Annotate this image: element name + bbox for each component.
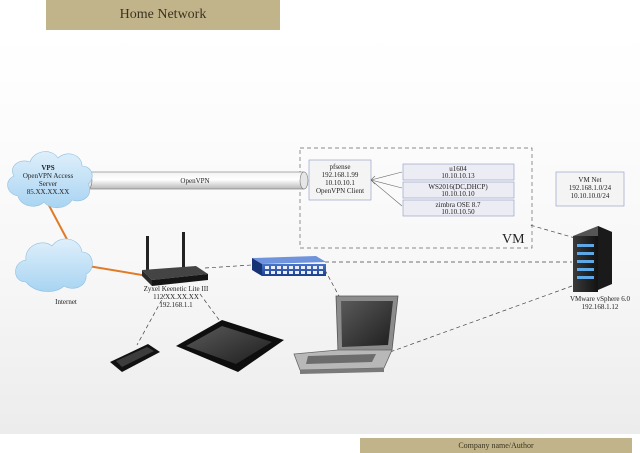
page-title: Home Network [46,0,280,30]
esxi-line-2: 192.168.1.12 [582,303,619,311]
vm-3-line-2: 10.10.10.50 [441,208,475,216]
vm-3-line-1: zimbra OSE 8.7 [436,201,481,209]
vm-box-u1604: u1604 10.10.10.13 [402,163,515,181]
vps-cloud: VPS OpenVPN Access Server 85.XX.XX.XX [7,151,93,209]
phone-icon [110,344,160,372]
vm-2-line-2: 10.10.10.10 [441,190,475,198]
pfsense-line-1: pfsense [330,163,351,171]
link-switch-laptop [324,269,341,299]
vm-box-zimbra: zimbra OSE 8.7 10.10.10.50 [402,199,515,217]
link-internet-router [87,265,149,277]
tablet-icon [176,320,284,372]
link-router-tablet [199,293,229,333]
internet-label: Internet [55,298,77,306]
vps-line-2: Server [39,180,58,188]
vm-box-ws2016: WS2016(DC,DHCP) 10.10.10.10 [402,181,515,199]
vps-name: VPS [41,164,54,172]
router-line-2: 112.XX.XX.XX [153,293,199,301]
pfsense-line-2: 192.168.1.99 [322,171,359,179]
vm-1-line-2: 10.10.10.13 [441,172,475,180]
vm-1-line-1: u1604 [449,165,467,173]
vm-net-line-1: VM Net [578,176,601,184]
vps-line-1: OpenVPN Access [23,172,74,180]
vm-2-line-1: WS2016(DC,DHCP) [428,183,488,191]
vm-net-line-2: 192.168.1.0/24 [569,184,612,192]
link-server-laptop [389,285,573,353]
vm-group-label: VM [502,232,525,247]
router-icon [142,232,208,286]
router-line-1: Zyxel Keenetic Lite III [144,285,209,293]
vm-net-box: VM Net 192.168.1.0/24 10.10.10.0/24 [555,171,625,207]
laptop-icon [293,295,399,374]
pfsense-vm-arrows [370,171,403,207]
server-icon [573,226,612,292]
lan-links [136,224,576,353]
esxi-line-1: VMware vSphere 6.0 [570,295,631,303]
title-bar: Home Network [0,0,640,30]
internet-cloud: Internet [15,238,93,306]
vps-line-3: 85.XX.XX.XX [27,188,70,196]
link-router-phone [136,293,166,346]
openvpn-tunnel: OpenVPN [83,171,309,190]
switch-icon [252,256,326,276]
pfsense-line-4: OpenVPN Client [316,187,364,195]
vm-group-box [299,147,533,249]
pfsense-line-3: 10.10.10.1 [325,179,355,187]
link-server-vmgroup [529,224,576,239]
openvpn-label: OpenVPN [180,177,209,185]
link-router-switch [204,264,253,269]
footer-author: Company name/Author [360,438,632,453]
router-line-3: 192.168.1.1 [159,301,193,309]
vm-net-line-3: 10.10.10.0/24 [571,192,610,200]
pfsense-box: pfsense 192.168.1.99 10.10.10.1 OpenVPN … [308,159,372,201]
